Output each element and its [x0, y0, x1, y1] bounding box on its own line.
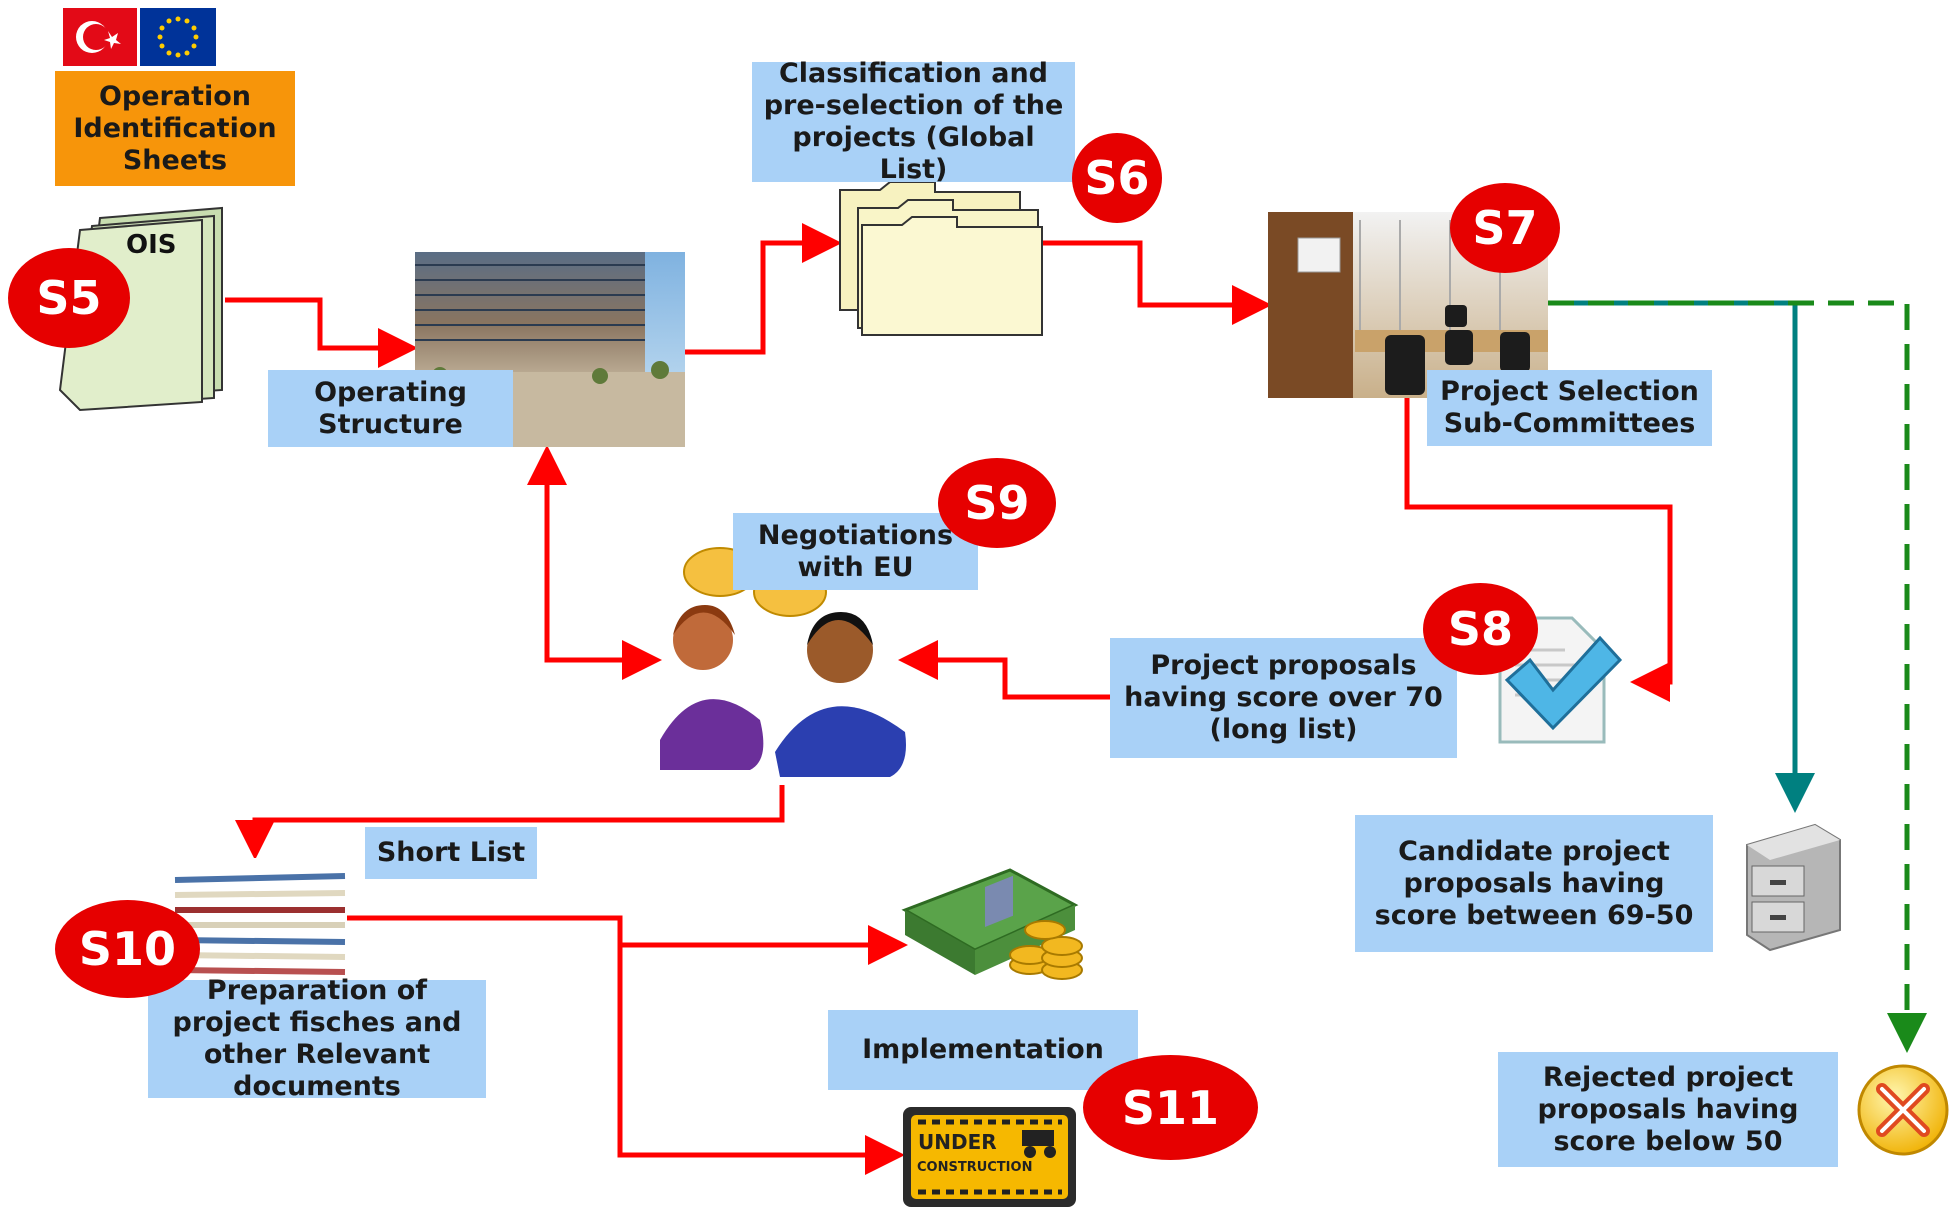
- badge-s11: S11: [1083, 1055, 1258, 1160]
- arrow-negotiations-to-shortlist: [235, 785, 785, 860]
- rejected-box: Rejected project proposals having score …: [1498, 1052, 1838, 1167]
- arrow-longlist-to-negotiations: [898, 640, 1110, 700]
- building-photo: [415, 252, 685, 447]
- under-construction-sign-icon: [903, 1107, 1076, 1207]
- arrow-operating-to-classification: [685, 223, 842, 355]
- money-icon: [901, 868, 1083, 980]
- preparation-box: Preparation of project fisches and other…: [148, 975, 486, 1102]
- arrow-classification-to-committee: [1025, 240, 1272, 325]
- implementation-box: Implementation: [828, 1010, 1138, 1090]
- candidate-box: Candidate project proposals having score…: [1355, 815, 1713, 952]
- badge-s6: S6: [1072, 133, 1162, 223]
- badge-s10: S10: [55, 900, 200, 998]
- construction-label: CONSTRUCTION: [917, 1160, 1033, 1175]
- folders-icon: [839, 181, 1043, 336]
- negotiations-box: Negotiations with EU: [733, 513, 978, 590]
- eu-flag-icon: [140, 8, 216, 66]
- short-list-box: Short List: [365, 827, 537, 879]
- ois-label: OIS: [126, 230, 177, 260]
- reject-x-icon: [1857, 1064, 1949, 1156]
- arrow-ois-to-operating: [225, 297, 418, 368]
- turkey-flag-icon: [63, 8, 137, 66]
- badge-s5: S5: [8, 248, 130, 348]
- people-negotiation-icon: [660, 547, 906, 777]
- checklist-icon: [1498, 616, 1623, 744]
- arrow-negotiations-to-operating: [527, 445, 655, 663]
- badge-s8: S8: [1423, 583, 1538, 675]
- badge-s7: S7: [1450, 183, 1560, 273]
- classification-box: Classification and pre-selection of the …: [752, 58, 1075, 185]
- ois-header-box: Operation Identification Sheets: [55, 71, 295, 186]
- operating-structure-box: Operating Structure: [268, 370, 513, 447]
- arrow-preparation-to-construction: [617, 918, 905, 1175]
- arrow-committee-to-longlist: [1404, 398, 1673, 702]
- filing-cabinet-icon: [1746, 823, 1841, 952]
- sub-committees-box: Project Selection Sub-Committees: [1427, 370, 1712, 446]
- arrow-committee-to-rejected: [1548, 300, 1927, 1053]
- under-label: UNDER: [918, 1130, 997, 1154]
- long-list-box: Project proposals having score over 70 (…: [1110, 638, 1457, 758]
- badge-s9: S9: [938, 458, 1056, 548]
